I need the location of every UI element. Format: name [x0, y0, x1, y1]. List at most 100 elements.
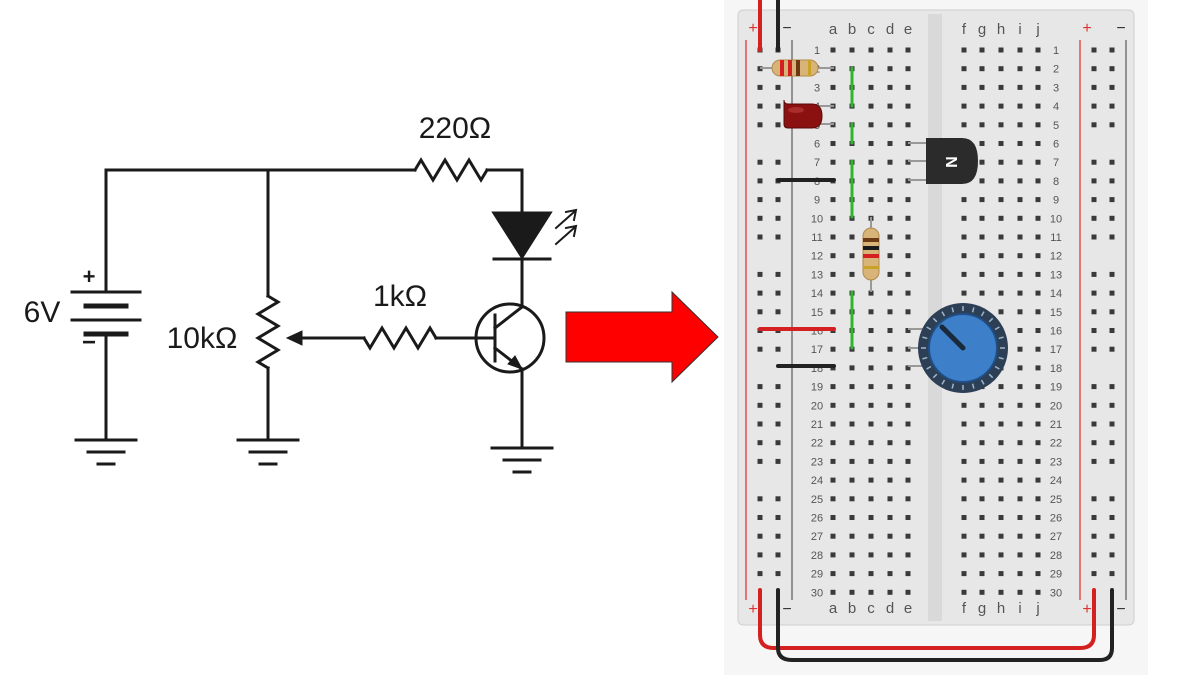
breadboard-hole	[1035, 533, 1041, 539]
breadboard-hole	[1035, 234, 1041, 240]
pot-tick	[998, 336, 1004, 340]
breadboard-hole	[979, 402, 985, 408]
resistor-220-symbol	[412, 157, 490, 183]
breadboard-hole	[887, 477, 893, 483]
breadboard-hole	[979, 515, 985, 520]
breadboard-hole	[998, 402, 1004, 408]
breadboard-hole	[757, 515, 763, 520]
breadboard-hole	[887, 571, 893, 577]
pot-tick	[941, 379, 946, 385]
breadboard-hole	[1091, 122, 1097, 128]
breadboard-hole	[757, 84, 763, 90]
breadboard-hole	[905, 122, 911, 128]
breadboard-hole	[757, 178, 763, 184]
potentiometer-symbol	[255, 293, 281, 371]
breadboard-hole	[830, 84, 836, 90]
breadboard-hole	[887, 253, 893, 259]
breadboard-hole	[1109, 402, 1115, 408]
breadboard-hole	[1035, 477, 1041, 483]
rail-plus-label: +	[748, 601, 757, 618]
breadboard-hole	[1109, 571, 1115, 577]
breadboard-hole	[998, 215, 1004, 221]
row-number-left: 22	[811, 438, 823, 450]
breadboard-hole	[905, 496, 911, 502]
breadboard-hole	[775, 197, 781, 203]
breadboard-hole	[830, 496, 836, 502]
column-label-bottom: j	[1035, 600, 1039, 617]
breadboard-hole	[979, 215, 985, 221]
breadboard-hole	[1017, 234, 1023, 240]
breadboard-hole	[905, 328, 911, 333]
breadboard-hole	[830, 290, 836, 296]
breadboard-hole	[868, 384, 874, 390]
breadboard-hole	[1109, 309, 1115, 315]
breadboard-hole	[979, 440, 985, 446]
breadboard-hole	[775, 533, 781, 539]
breadboard-hole	[961, 271, 967, 277]
column-label-bottom: b	[848, 600, 856, 617]
breadboard-hole	[757, 271, 763, 277]
row-number-right: 21	[1050, 419, 1062, 431]
column-label-bottom: e	[904, 600, 912, 617]
breadboard-hole	[905, 103, 911, 109]
breadboard-hole	[849, 440, 855, 446]
breadboard-hole	[757, 458, 763, 464]
breadboard-hole	[905, 290, 911, 296]
breadboard-hole	[1035, 328, 1041, 333]
board-resistor-220	[760, 59, 834, 77]
led-light-arrows	[554, 208, 578, 246]
black-wire-bottom-loop	[776, 588, 1114, 662]
breadboard-hole	[887, 421, 893, 427]
column-label-top: h	[997, 21, 1005, 38]
breadboard-hole	[1017, 328, 1023, 333]
breadboard-hole	[1035, 215, 1041, 221]
breadboard-hole	[1035, 178, 1041, 184]
column-label-top: f	[962, 21, 967, 38]
breadboard-hole	[887, 271, 893, 277]
breadboard-hole	[868, 402, 874, 408]
row-number-right: 30	[1050, 587, 1062, 599]
row-number-left: 29	[811, 569, 823, 581]
breadboard-hole	[1035, 440, 1041, 446]
breadboard-hole	[849, 47, 855, 53]
row-number-left: 7	[814, 157, 820, 169]
pot-tick	[971, 383, 975, 389]
breadboard-hole	[905, 253, 911, 259]
row-number-left: 10	[811, 213, 823, 225]
breadboard-hole	[1035, 141, 1041, 146]
breadboard-hole	[1035, 571, 1041, 577]
right-arrow-icon	[565, 290, 719, 384]
breadboard-hole	[998, 253, 1004, 259]
row-number-right: 26	[1050, 513, 1062, 525]
breadboard-hole	[1091, 271, 1097, 277]
breadboard-hole	[887, 458, 893, 464]
breadboard-hole	[830, 234, 836, 240]
resistor-220-label: 220Ω	[419, 112, 491, 145]
breadboard-hole	[868, 309, 874, 315]
breadboard-hole	[961, 589, 967, 595]
breadboard-hole	[775, 103, 781, 109]
breadboard-hole	[887, 496, 893, 502]
breadboard-hole	[1017, 402, 1023, 408]
breadboard-hole	[1091, 309, 1097, 315]
row-number-left: 1	[814, 45, 820, 57]
breadboard-hole	[1017, 290, 1023, 296]
breadboard-hole	[1017, 346, 1023, 352]
breadboard-hole	[830, 515, 836, 520]
breadboard-hole	[775, 309, 781, 315]
row-number-right: 4	[1053, 101, 1059, 113]
breadboard-hole	[830, 589, 836, 595]
breadboard-hole	[1035, 47, 1041, 53]
breadboard-hole	[1109, 552, 1115, 558]
breadboard-hole	[961, 103, 967, 109]
breadboard-hole	[1017, 440, 1023, 446]
row-number-left: 15	[811, 307, 823, 319]
breadboard-hole	[830, 384, 836, 390]
row-number-right: 6	[1053, 139, 1059, 151]
breadboard-hole	[849, 496, 855, 502]
breadboard-hole	[868, 477, 874, 483]
breadboard-hole	[887, 309, 893, 315]
breadboard-hole	[905, 552, 911, 558]
row-number-right: 23	[1050, 456, 1062, 468]
breadboard-hole	[1109, 384, 1115, 390]
